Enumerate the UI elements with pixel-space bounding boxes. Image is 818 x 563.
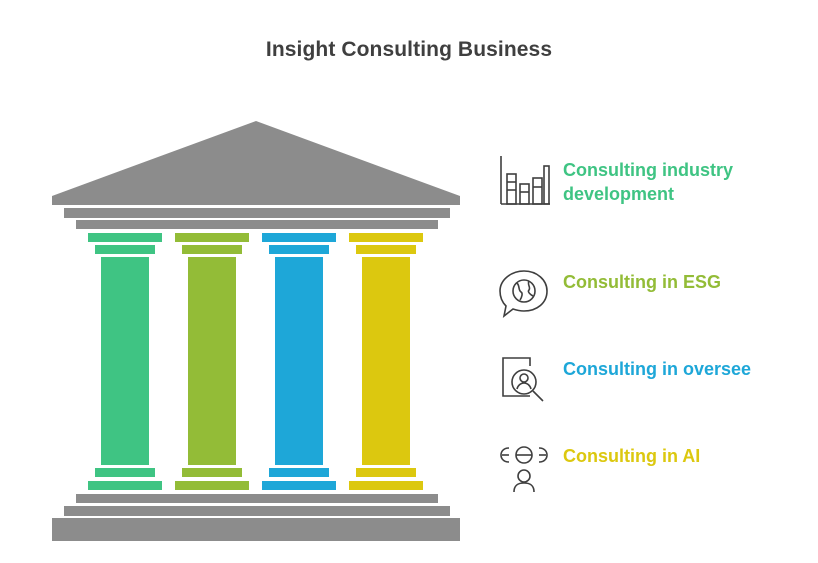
item-label-oversee: Consulting in oversee (563, 359, 752, 379)
temple-base-step (64, 506, 450, 516)
temple-roof-beam (64, 208, 450, 218)
temple-roof (52, 121, 460, 205)
globe-speech-bubble-icon (499, 270, 548, 318)
temple-base-step (76, 494, 438, 503)
bar-chart-icon (500, 156, 550, 205)
ai-person-icon (500, 446, 548, 493)
item-label-esg: Consulting in ESG (563, 272, 721, 292)
pillar-olive (175, 233, 249, 490)
item-label-industry-development: Consulting industry development (563, 160, 733, 204)
diagram-title: Insight Consulting Business (265, 38, 553, 61)
item-label-ai: Consulting in AI (563, 446, 701, 466)
person-search-icon (502, 357, 544, 402)
temple-roof-beam (76, 220, 438, 229)
pillar-green (88, 233, 162, 490)
pillar-blue (262, 233, 336, 490)
pillar-yellow (349, 233, 423, 490)
temple-base-step (52, 518, 460, 541)
